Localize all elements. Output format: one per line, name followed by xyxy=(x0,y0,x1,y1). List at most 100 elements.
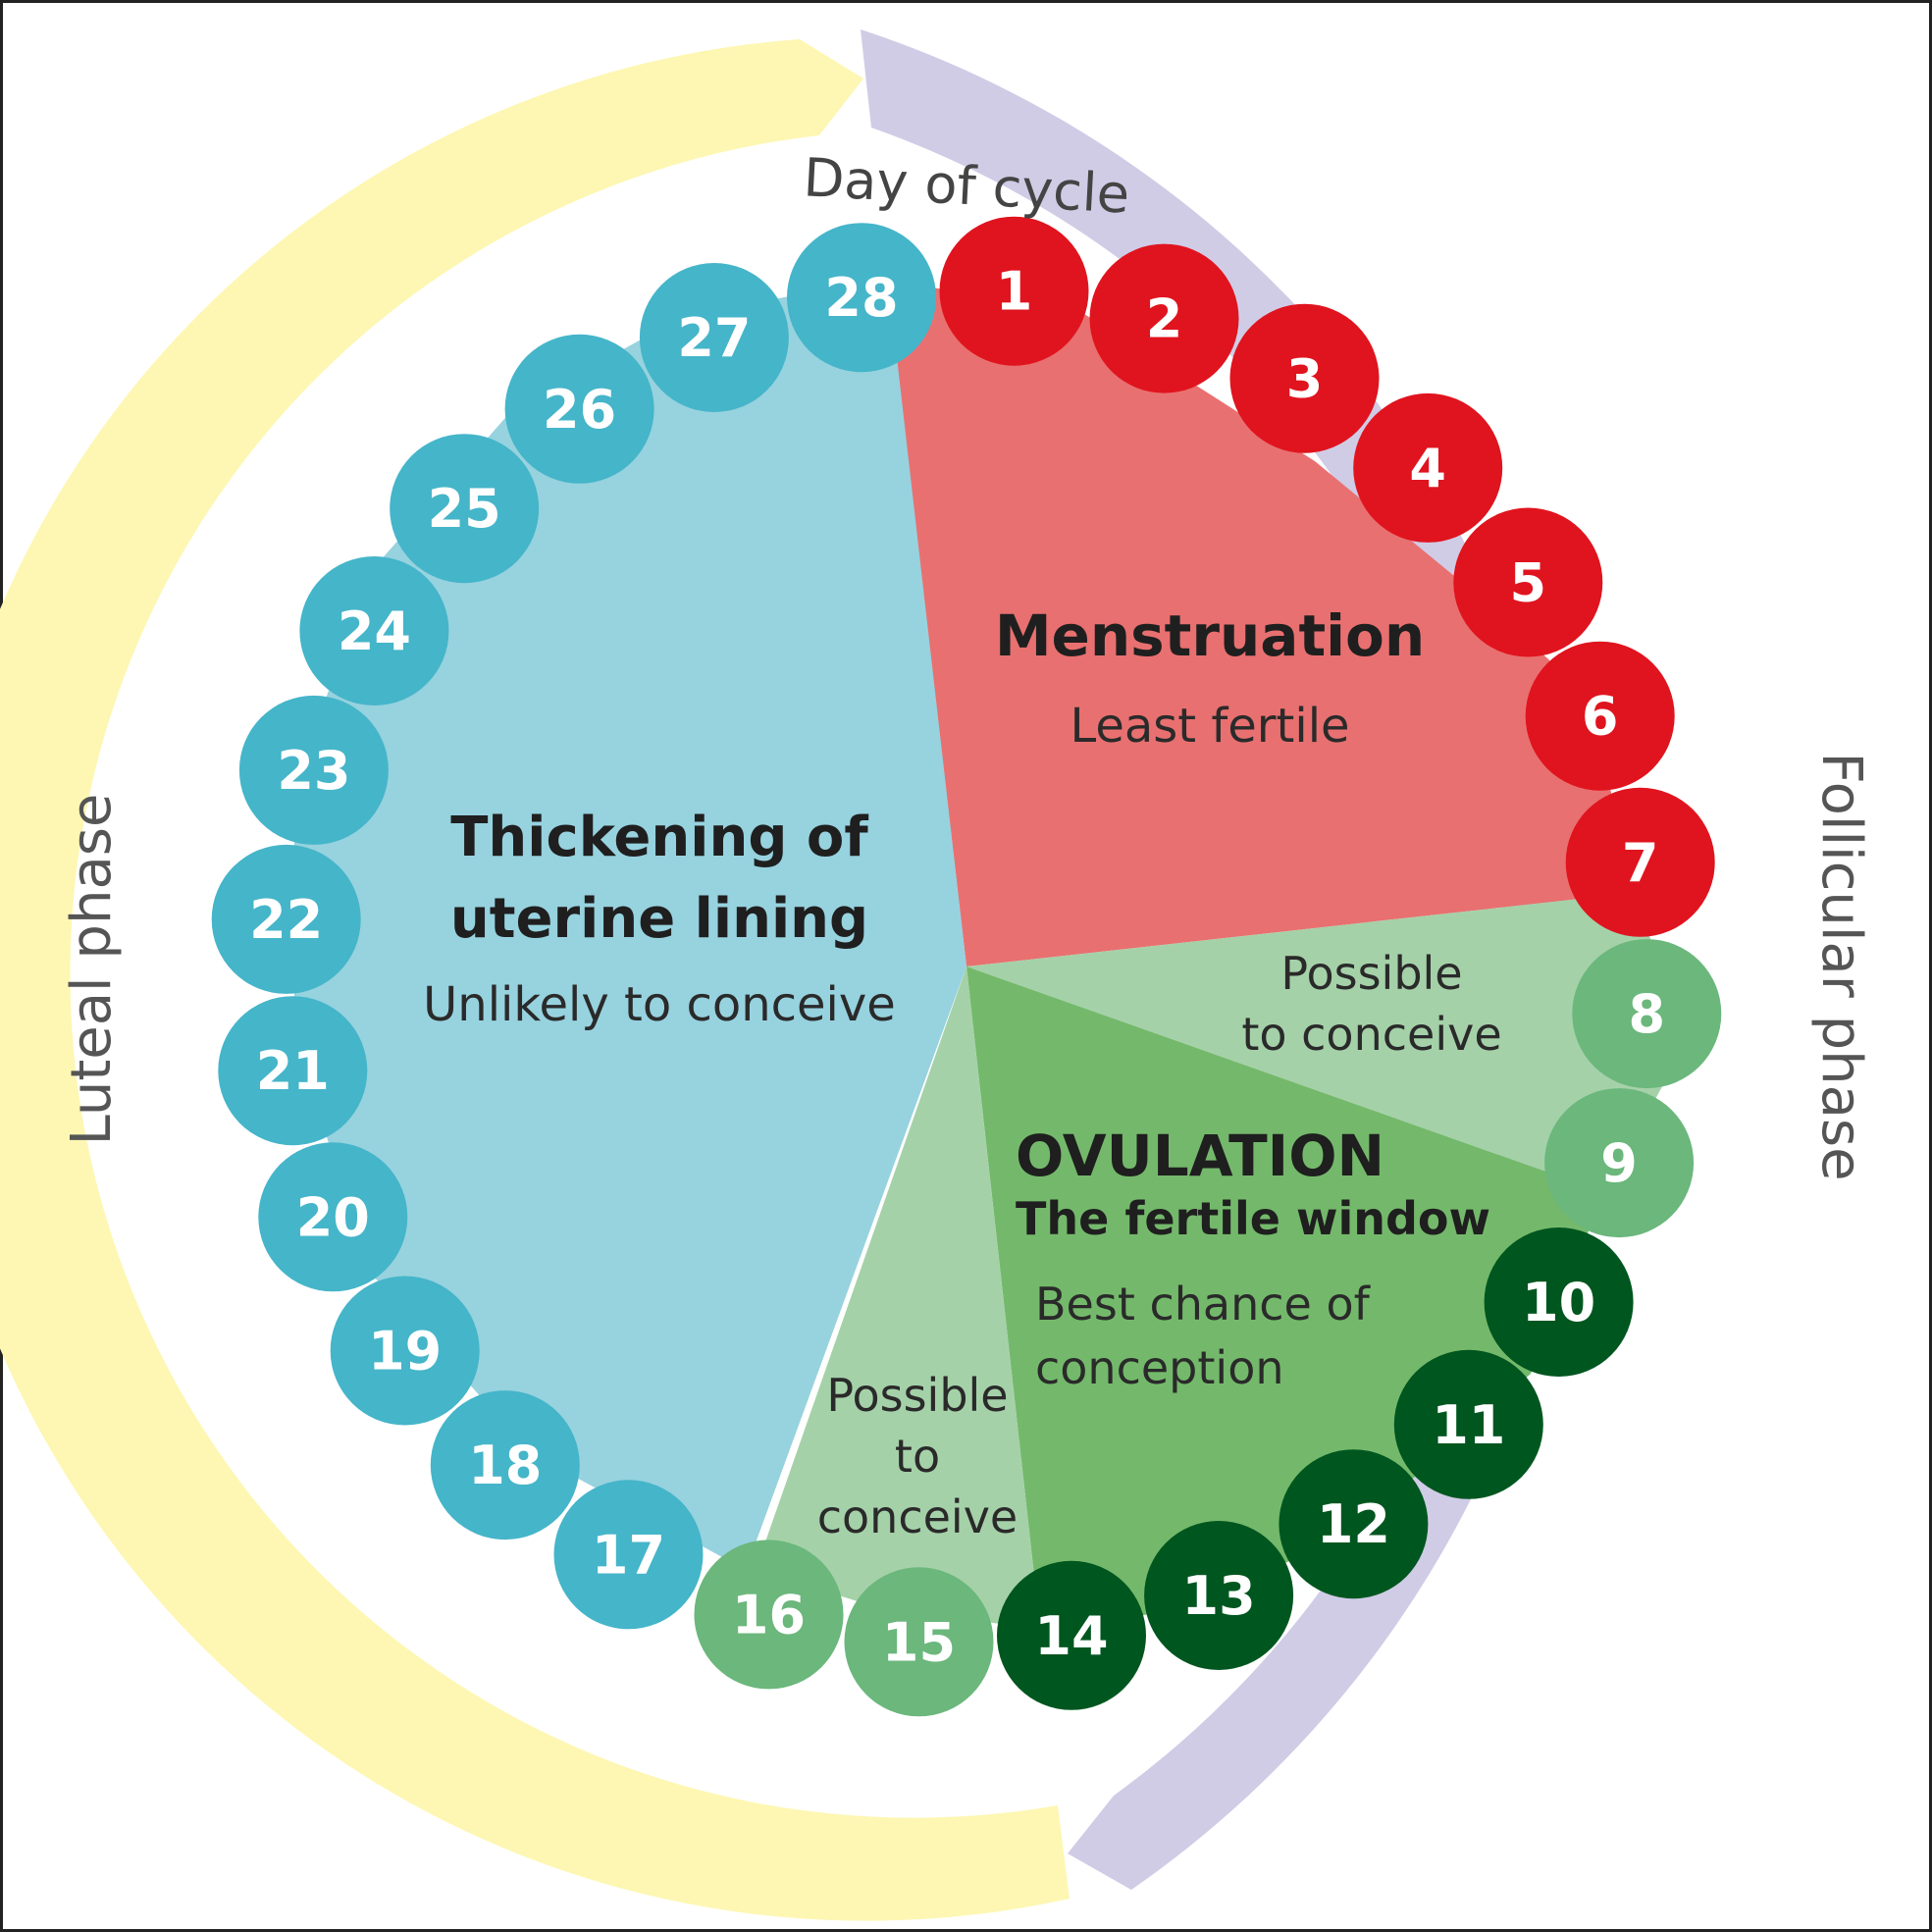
day-18-marker: 18 xyxy=(430,1390,580,1540)
day-number: 23 xyxy=(277,740,350,802)
day-24-marker: 24 xyxy=(299,556,449,705)
day-number: 18 xyxy=(468,1435,542,1496)
day-circle xyxy=(1144,1521,1294,1670)
day-11-marker: 11 xyxy=(1393,1349,1543,1499)
day-circle xyxy=(211,844,361,994)
day-2-marker: 2 xyxy=(1089,243,1239,393)
day-15-marker: 15 xyxy=(844,1567,994,1717)
day-number: 17 xyxy=(592,1524,665,1586)
day-13-marker: 13 xyxy=(1144,1521,1294,1670)
day-circle xyxy=(218,996,368,1146)
possible-upper-line2: to conceive xyxy=(1241,1008,1501,1061)
day-number: 19 xyxy=(368,1321,442,1383)
day-23-marker: 23 xyxy=(238,695,389,845)
day-number: 4 xyxy=(1409,438,1446,499)
day-number: 10 xyxy=(1522,1272,1595,1333)
day-circle xyxy=(1565,787,1715,937)
menstruation-title: Menstruation xyxy=(995,602,1425,669)
day-21-marker: 21 xyxy=(218,996,368,1146)
menstruation-segment xyxy=(887,280,1634,966)
possible-upper-line1: Possible xyxy=(1280,947,1462,1000)
day-number: 28 xyxy=(824,267,898,329)
day-16-marker: 16 xyxy=(694,1540,844,1690)
day-circle xyxy=(238,695,389,845)
day-number: 15 xyxy=(882,1611,956,1673)
day-circle xyxy=(939,216,1089,366)
day-19-marker: 19 xyxy=(330,1276,480,1426)
day-26-marker: 26 xyxy=(504,334,654,484)
day-number: 8 xyxy=(1629,983,1666,1045)
day-circle xyxy=(1572,939,1722,1089)
possible-lower-line2: to xyxy=(895,1430,940,1483)
day-number: 24 xyxy=(338,600,411,662)
day-number: 25 xyxy=(428,478,501,540)
day-5-marker: 5 xyxy=(1453,507,1603,657)
day-7-marker: 7 xyxy=(1565,787,1715,937)
day-number: 27 xyxy=(677,307,751,369)
luteal-segment xyxy=(294,280,966,1570)
day-circle xyxy=(639,263,789,412)
possible-lower-segment xyxy=(756,966,1040,1629)
day-number: 1 xyxy=(996,261,1033,323)
day-number: 3 xyxy=(1286,348,1324,410)
luteal-title-line2: uterine lining xyxy=(450,887,868,951)
ovulation-body-line1: Best chance of xyxy=(1035,1278,1372,1331)
day-6-marker: 6 xyxy=(1525,641,1675,791)
day-17-marker: 17 xyxy=(553,1480,704,1630)
day-number: 11 xyxy=(1432,1394,1505,1456)
day-3-marker: 3 xyxy=(1229,303,1380,453)
day-circle xyxy=(299,556,449,705)
day-circle xyxy=(787,223,936,373)
menstruation-subtitle: Least fertile xyxy=(1070,699,1349,754)
day-circle xyxy=(430,1390,580,1540)
day-number: 7 xyxy=(1622,832,1659,894)
day-25-marker: 25 xyxy=(390,434,540,584)
day-1-marker: 1 xyxy=(939,216,1089,366)
luteal-subtitle: Unlikely to conceive xyxy=(423,977,896,1032)
day-10-marker: 10 xyxy=(1484,1227,1634,1377)
day-circle xyxy=(1484,1227,1634,1377)
day-22-marker: 22 xyxy=(211,844,361,994)
day-circle xyxy=(1453,507,1603,657)
day-28-marker: 28 xyxy=(787,223,936,373)
luteal-title-line1: Thickening of xyxy=(450,806,868,869)
day-circle xyxy=(1089,243,1239,393)
day-number: 16 xyxy=(732,1584,806,1645)
day-circle xyxy=(1353,392,1503,543)
day-number: 13 xyxy=(1182,1565,1256,1627)
day-circle xyxy=(1525,641,1675,791)
day-circle xyxy=(694,1540,844,1690)
day-number: 20 xyxy=(296,1186,370,1248)
day-14-marker: 14 xyxy=(997,1560,1146,1710)
luteal-phase-label: Luteal phase xyxy=(60,794,124,1146)
day-number: 5 xyxy=(1510,552,1547,614)
day-9-marker: 9 xyxy=(1544,1088,1695,1238)
day-number: 6 xyxy=(1582,686,1619,748)
day-number: 14 xyxy=(1034,1605,1108,1667)
day-circle xyxy=(1544,1088,1695,1238)
day-number: 22 xyxy=(249,889,323,951)
ovulation-title: OVULATION xyxy=(1016,1123,1384,1189)
day-27-marker: 27 xyxy=(639,263,789,412)
day-circle xyxy=(330,1276,480,1426)
day-circle xyxy=(553,1480,704,1630)
day-number: 9 xyxy=(1600,1132,1638,1194)
day-circle xyxy=(1393,1349,1543,1499)
day-4-marker: 4 xyxy=(1353,392,1503,543)
possible-lower-line3: conceive xyxy=(817,1490,1018,1543)
day-circle xyxy=(844,1567,994,1717)
day-circle xyxy=(1279,1449,1429,1599)
day-number: 12 xyxy=(1317,1493,1390,1555)
possible-upper-segment xyxy=(966,893,1688,1192)
ovulation-body-line2: conception xyxy=(1035,1341,1284,1394)
day-number: 2 xyxy=(1146,288,1183,350)
ovulation-segment xyxy=(966,966,1604,1629)
day-8-marker: 8 xyxy=(1572,939,1722,1089)
day-circle xyxy=(997,1560,1146,1710)
day-number: 21 xyxy=(256,1040,330,1102)
day-circle xyxy=(258,1142,408,1292)
day-20-marker: 20 xyxy=(258,1142,408,1292)
